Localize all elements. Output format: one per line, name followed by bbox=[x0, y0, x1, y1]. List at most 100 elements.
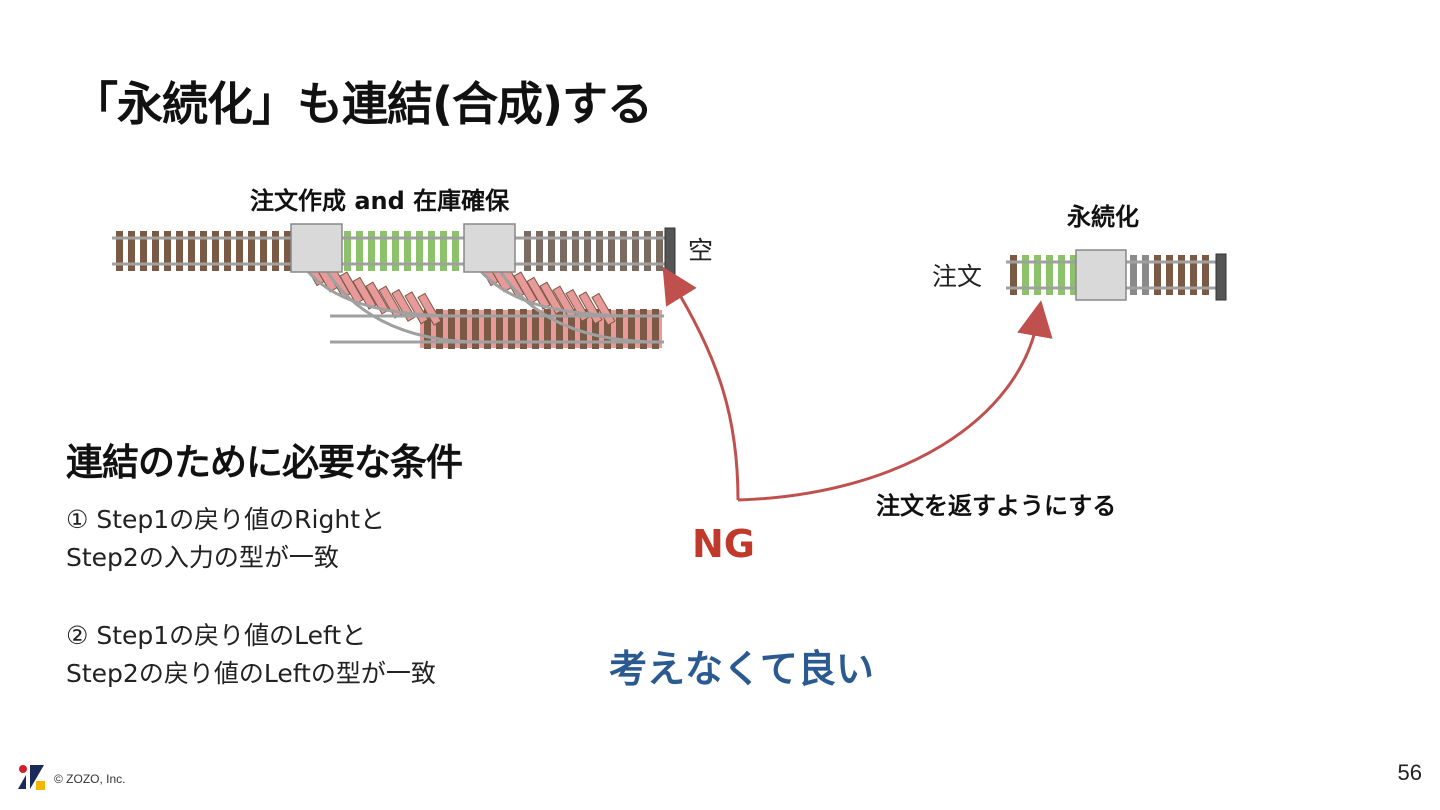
track-tie bbox=[644, 231, 651, 271]
track-tie bbox=[1166, 255, 1173, 295]
track-tie bbox=[508, 309, 515, 349]
track-tie bbox=[344, 231, 351, 271]
track-tie bbox=[484, 309, 491, 349]
track-tie bbox=[1130, 255, 1137, 295]
track-tie bbox=[368, 231, 375, 271]
track-tie bbox=[440, 231, 447, 271]
condition-item-2-line2: Step2の戻り値のLeftの型が一致 bbox=[66, 659, 436, 688]
track-tie bbox=[604, 309, 611, 349]
track-tie bbox=[652, 309, 659, 349]
no-need-label: 考えなくて良い bbox=[609, 647, 874, 691]
conditions-heading: 連結のために必要な条件 bbox=[66, 441, 463, 484]
track-tie bbox=[452, 231, 459, 271]
track-tie bbox=[416, 231, 423, 271]
return-order-label: 注文を返すようにする bbox=[876, 492, 1117, 520]
track-tie bbox=[1034, 255, 1041, 295]
track-tie bbox=[1010, 255, 1017, 295]
track-tie bbox=[1058, 255, 1065, 295]
track-tie bbox=[596, 231, 603, 271]
track-tie bbox=[1154, 255, 1161, 295]
rails bbox=[112, 236, 1220, 344]
right-diagram-label: 永続化 bbox=[1067, 203, 1139, 231]
track-tie bbox=[436, 309, 443, 349]
ng-label: NG bbox=[692, 522, 755, 566]
track-tie bbox=[356, 231, 363, 271]
track-tie bbox=[448, 309, 455, 349]
track-tie bbox=[592, 309, 599, 349]
track-tie bbox=[584, 231, 591, 271]
track-tie bbox=[1142, 255, 1149, 295]
buffer-stop-left bbox=[664, 227, 676, 275]
track-tie bbox=[1190, 255, 1197, 295]
track-tie bbox=[200, 231, 207, 271]
track-tie bbox=[248, 231, 255, 271]
left-diagram-label: 注文作成 and 在庫確保 bbox=[250, 187, 510, 215]
condition-item-1-line2: Step2の入力の型が一致 bbox=[66, 543, 339, 572]
curve-tie bbox=[513, 271, 538, 305]
condition-item-2-line1: ② Step1の戻り値のLeftと bbox=[66, 621, 367, 650]
track-tie bbox=[536, 231, 543, 271]
order-label: 注文 bbox=[932, 262, 983, 291]
track-tie bbox=[496, 309, 503, 349]
condition-item-1: ① Step1の戻り値のRightと Step2の入力の型が一致 bbox=[66, 501, 385, 577]
track-tie bbox=[620, 231, 627, 271]
curve-tie bbox=[365, 281, 390, 315]
track-tie bbox=[272, 231, 279, 271]
track-tie bbox=[640, 309, 647, 349]
track-tie bbox=[212, 231, 219, 271]
track-tie bbox=[236, 231, 243, 271]
copyright-text: © ZOZO, Inc. bbox=[54, 772, 126, 786]
track-tie bbox=[632, 231, 639, 271]
track-tie bbox=[424, 309, 431, 349]
track-tie bbox=[128, 231, 135, 271]
switch-box-step1 bbox=[290, 223, 343, 273]
track-tie bbox=[560, 231, 567, 271]
track-tie bbox=[1178, 255, 1185, 295]
slide-title: 「永続化」も連結(合成)する bbox=[72, 77, 653, 131]
track-tie bbox=[188, 231, 195, 271]
empty-label: 空 bbox=[688, 236, 714, 265]
track-tie bbox=[544, 309, 551, 349]
track-tie bbox=[460, 309, 467, 349]
track-tie bbox=[572, 231, 579, 271]
track-tie bbox=[116, 231, 123, 271]
track-tie bbox=[616, 309, 623, 349]
track-tie bbox=[548, 231, 555, 271]
track-tie bbox=[656, 231, 663, 271]
track-tie bbox=[532, 309, 539, 349]
right-track-ties bbox=[1010, 255, 1209, 295]
track-tie bbox=[1070, 255, 1077, 295]
track-tie bbox=[152, 231, 159, 271]
track-tie bbox=[608, 231, 615, 271]
track-tie bbox=[284, 231, 291, 271]
main-track-ties bbox=[116, 231, 663, 271]
page-number: 56 bbox=[1397, 760, 1422, 785]
track-tie bbox=[520, 309, 527, 349]
condition-item-1-line1: ① Step1の戻り値のRightと bbox=[66, 505, 386, 534]
zozo-logo-icon bbox=[18, 765, 45, 790]
switch-box-persist bbox=[1075, 249, 1127, 301]
track-tie bbox=[164, 231, 171, 271]
track-tie bbox=[392, 231, 399, 271]
track-tie bbox=[580, 309, 587, 349]
track-tie bbox=[1046, 255, 1053, 295]
buffer-stop-right bbox=[1215, 253, 1227, 301]
track-tie bbox=[556, 309, 563, 349]
track-tie bbox=[524, 231, 531, 271]
condition-item-2: ② Step1の戻り値のLeftと Step2の戻り値のLeftの型が一致 bbox=[66, 617, 436, 693]
track-tie bbox=[428, 231, 435, 271]
track-tie bbox=[176, 231, 183, 271]
track-tie bbox=[140, 231, 147, 271]
switch-box-step2 bbox=[463, 223, 516, 273]
track-tie bbox=[404, 231, 411, 271]
track-tie bbox=[628, 309, 635, 349]
track-tie bbox=[1022, 255, 1029, 295]
persist-arrow bbox=[737, 300, 1053, 502]
track-tie bbox=[224, 231, 231, 271]
ng-arrow bbox=[662, 266, 740, 501]
curve-tie bbox=[539, 281, 564, 315]
track-tie bbox=[1202, 255, 1209, 295]
track-tie bbox=[260, 231, 267, 271]
track-tie bbox=[380, 231, 387, 271]
